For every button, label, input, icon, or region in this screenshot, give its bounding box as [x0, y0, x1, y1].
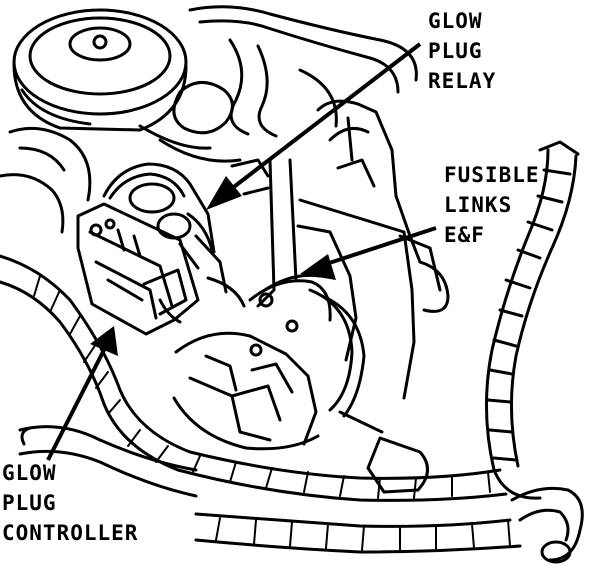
- callout-arrows: [46, 42, 437, 461]
- glow-plug-relay-label-line: GLOW: [428, 9, 483, 33]
- glow-plug-controller-label-line: GLOW: [2, 461, 57, 485]
- relay-arrow: [206, 42, 422, 210]
- glow-plug-relay-label: GLOW PLUG RELAY: [428, 6, 496, 96]
- air-cleaner: [12, 8, 188, 132]
- glow-plug-controller-label: GLOW PLUG CONTROLLER: [2, 458, 138, 548]
- intake-hose: [0, 126, 92, 234]
- wiring-harness: [0, 254, 584, 564]
- controller-arrow: [46, 326, 118, 461]
- fusible-links-label: FUSIBLE LINKS E&F: [444, 160, 540, 250]
- fusible-links-label-line: E&F: [444, 223, 485, 247]
- connector-cluster: [172, 331, 429, 494]
- glow-plug-controller: [76, 202, 200, 336]
- harness-texture: [33, 275, 511, 551]
- fusible-links-arrow: [300, 226, 437, 280]
- glow-plug-relay-label-line: PLUG: [428, 39, 483, 63]
- fusible-links-label-line: FUSIBLE: [444, 163, 540, 187]
- glow-plug-controller-label-line: PLUG: [2, 491, 57, 515]
- glow-plug-controller-label-line: CONTROLLER: [2, 521, 139, 545]
- fusible-links: [248, 273, 366, 418]
- glow-plug-relay-label-line: RELAY: [428, 69, 497, 93]
- engine-block: [230, 99, 450, 400]
- upper-hoses: [138, 5, 418, 163]
- right-hose: [485, 140, 580, 500]
- fusible-links-label-line: LINKS: [444, 193, 513, 217]
